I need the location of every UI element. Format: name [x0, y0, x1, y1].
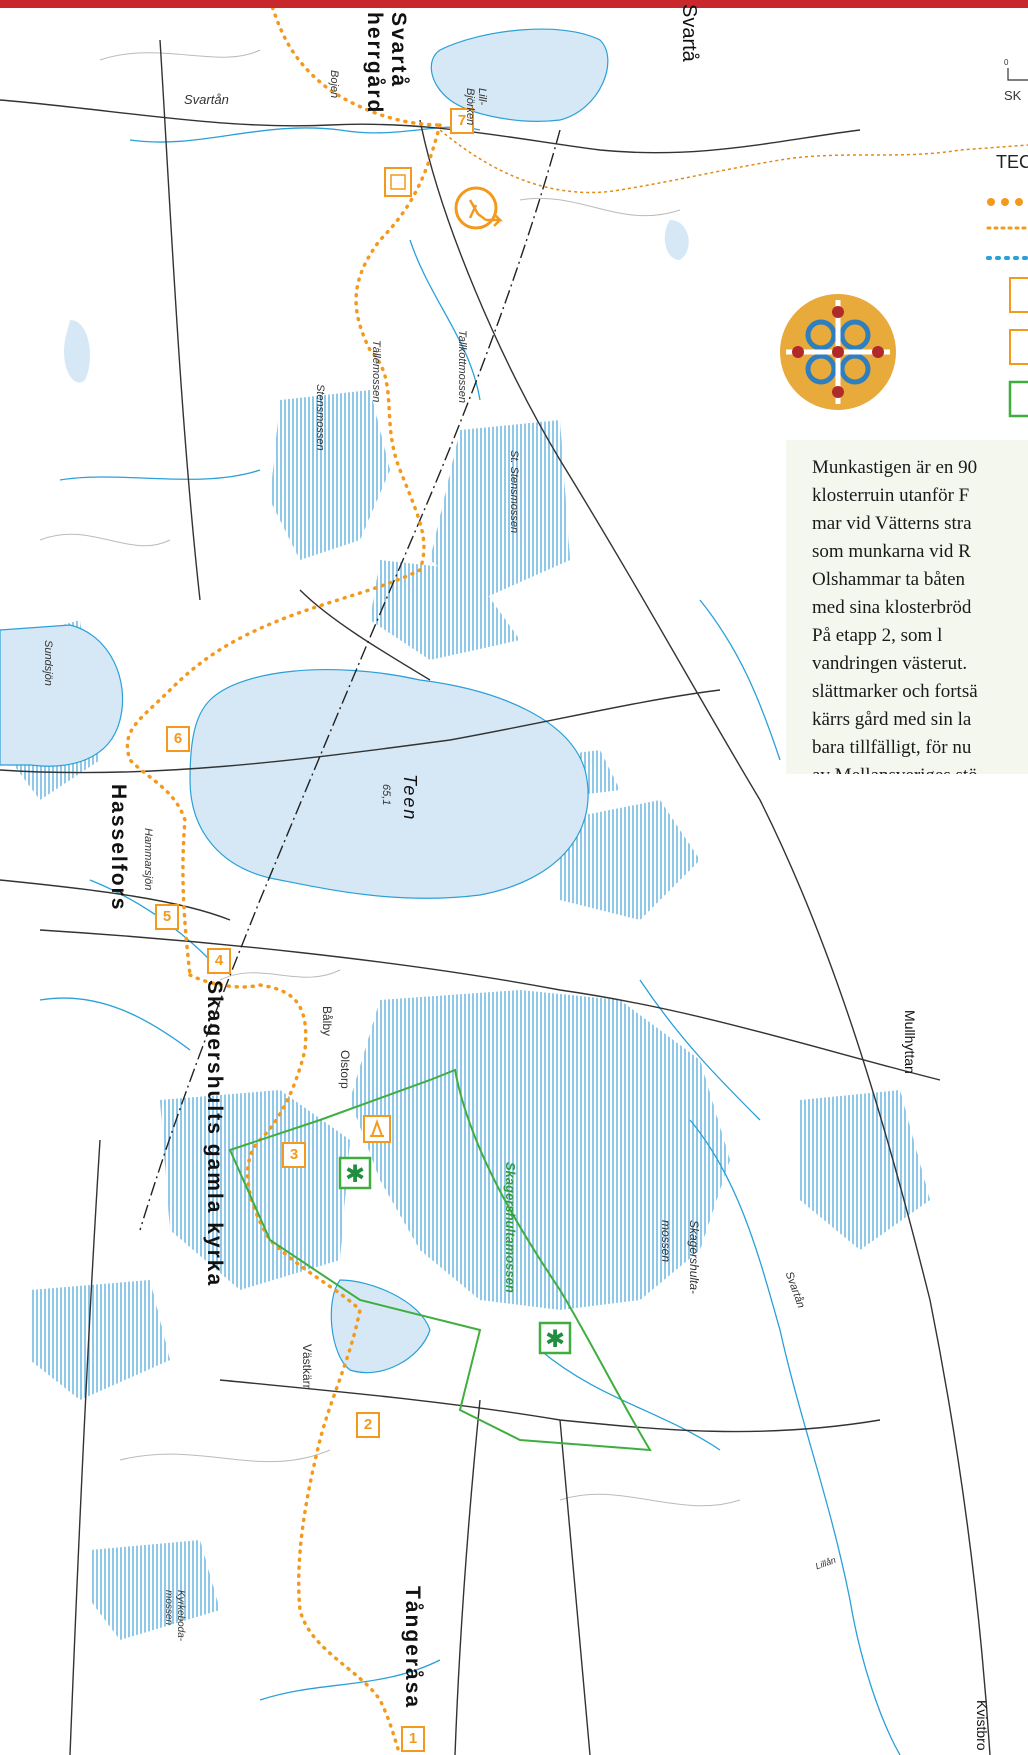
stage-marker-5: 5: [155, 904, 179, 930]
label-tangerasa: Tångeråsa: [401, 1586, 424, 1710]
label-kvistbro: Kvistbro: [974, 1700, 990, 1751]
shelter-icon: [384, 167, 412, 197]
label-stensmossen: Stensmossen: [314, 384, 326, 451]
svg-text:✱: ✱: [545, 1325, 565, 1353]
label-balby: Bålby: [320, 1006, 334, 1037]
description-line: kärrs gård med sin la: [812, 709, 972, 730]
label-teen-elevation: 65,1: [380, 784, 392, 806]
description-line: vandringen västerut.: [812, 653, 968, 674]
roads: [0, 39, 991, 1755]
stage-marker-2: 2: [356, 1412, 380, 1438]
description-line: Olshammar ta båten: [812, 569, 966, 590]
label-skagershulta-mossen: Skagershulta- mossen: [659, 1220, 701, 1295]
description-line: Munkastigen är en 90: [812, 457, 978, 478]
label-olstorp: Olstorp: [338, 1050, 352, 1089]
label-bojen: Bojen: [328, 70, 340, 99]
description-line: mar vid Vätterns stra: [812, 513, 972, 534]
label-vastkarr: Västkärr: [300, 1344, 314, 1389]
description-line: av Mellansveriges stö: [786, 762, 1028, 774]
stage-marker-3: 3: [282, 1142, 306, 1168]
scale-zero: 0: [1004, 58, 1009, 67]
label-skagershults-gamla-kyrka: Skagershults gamla kyrka: [203, 980, 226, 1288]
hiker-icon: [454, 186, 504, 230]
label-tallemossen: Tällemossen: [370, 340, 382, 403]
nature-reserve-icon: ✱: [538, 1321, 572, 1355]
label-svarta-herrgard: Svartå herrgård: [363, 12, 410, 115]
hiking-route: [125, 0, 442, 1755]
reserve-outline: [228, 1068, 652, 1452]
label-teen: Teen: [400, 774, 420, 822]
label-kyrkeboda-mossen: Kyrkeboda- mossen: [163, 1590, 186, 1642]
description-box: Munkastigen är en 90 klosterruin utanför…: [786, 440, 1028, 774]
secondary-track: [439, 129, 1028, 194]
contours: [39, 49, 741, 1507]
label-hasselfors: Hasselfors: [107, 784, 130, 912]
label-svarta-top: Svartå: [678, 4, 700, 62]
lake-teen: [189, 669, 589, 899]
label-st-stensmossen: St. Stensmossen: [508, 450, 520, 534]
lake-sundsjon: [0, 624, 124, 767]
description-line: klosterruin utanför F: [812, 485, 970, 506]
lake-vastkarr: [330, 1279, 431, 1374]
stage-marker-7: 7: [450, 108, 474, 134]
stage-marker-4: 4: [207, 948, 231, 974]
top-accent-bar: [0, 0, 1028, 8]
label-mullhyttan: Mullhyttan: [902, 1010, 918, 1074]
legend: [986, 68, 1028, 418]
water-bodies: [0, 28, 689, 1374]
munkastigen-emblem: [780, 294, 896, 410]
label-svartan: Svartån: [184, 92, 229, 107]
label-hammarsjon: Hammarsjön: [142, 828, 154, 891]
label-tallkottmossen: Tallkottmossen: [456, 330, 468, 403]
lake-lill-bjorken: [430, 28, 609, 122]
label-skagershultamossen: Skagershultamossen: [503, 1162, 518, 1293]
description-line: som munkarna vid R: [812, 541, 971, 562]
scale-label: SK: [1004, 88, 1022, 103]
description-line: med sina klosterbröd: [812, 597, 972, 618]
svg-text:✱: ✱: [345, 1160, 365, 1188]
railway: [139, 129, 561, 1231]
bird-tower-icon: [363, 1115, 391, 1143]
description-line: bara tillfälligt, för nu: [812, 737, 972, 758]
label-lill-bjorken: Lill- Björken: [464, 88, 488, 126]
label-sundsjon: Sundsjön: [42, 640, 54, 686]
nature-reserve-icon: ✱: [338, 1156, 372, 1190]
stage-marker-6: 6: [166, 726, 190, 752]
description-line: slättmarker och fortsä: [812, 681, 978, 702]
description-line: På etapp 2, som l: [812, 625, 943, 646]
streams: [39, 126, 901, 1755]
stage-marker-1: 1: [401, 1726, 425, 1752]
legend-title: TEC: [996, 152, 1028, 172]
